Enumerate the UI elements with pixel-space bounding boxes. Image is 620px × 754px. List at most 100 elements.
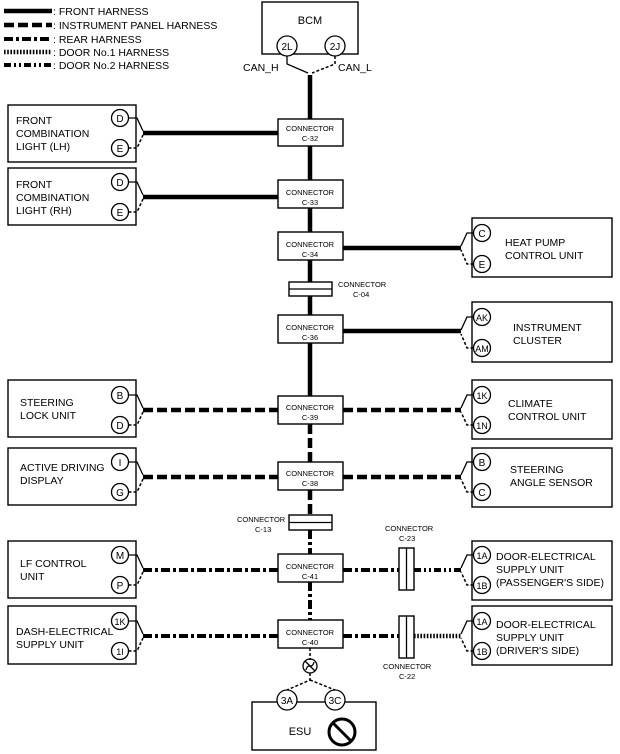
steering-angle-sensor: STEERING ANGLE SENSOR B C (343, 447, 613, 508)
legend-label-instrument: : INSTRUMENT PANEL HARNESS (53, 20, 217, 32)
svg-text:FRONT: FRONT (16, 115, 53, 127)
steering-lock-unit: STEERING LOCK UNIT B D (7, 379, 278, 438)
door-electrical-supply-unit-driver: DOOR-ELECTRICAL SUPPLY UNIT (DRIVER'S SI… (460, 605, 613, 666)
svg-text:B: B (117, 391, 124, 402)
svg-text:DISPLAY: DISPLAY (20, 475, 64, 487)
connector-c34: CONNECTOR C-34 (277, 231, 344, 261)
connector-c13: CONNECTOR C-13 (237, 514, 333, 534)
svg-text:1I: 1I (116, 647, 124, 657)
svg-text:C-40: C-40 (302, 638, 318, 647)
connector-c23: CONNECTOR C-23 (385, 524, 434, 591)
svg-text:STEERING: STEERING (510, 464, 564, 476)
connector-c32: CONNECTOR C-32 (277, 118, 344, 147)
svg-text:CONNECTOR: CONNECTOR (338, 280, 387, 289)
svg-text:CONNECTOR: CONNECTOR (383, 662, 432, 671)
svg-text:CONNECTOR: CONNECTOR (286, 188, 335, 197)
svg-text:CONNECTOR: CONNECTOR (286, 562, 335, 571)
svg-text:M: M (116, 551, 124, 562)
svg-text:SUPPLY UNIT: SUPPLY UNIT (16, 639, 84, 651)
svg-text:CLIMATE: CLIMATE (508, 398, 553, 410)
svg-text:CONTROL UNIT: CONTROL UNIT (508, 411, 587, 423)
svg-text:C-34: C-34 (302, 250, 318, 259)
connector-c22: CONNECTOR C-22 (383, 615, 432, 681)
can-l-label: CAN_L (338, 62, 372, 74)
svg-text:CLUSTER: CLUSTER (513, 335, 562, 347)
svg-text:SUPPLY UNIT: SUPPLY UNIT (496, 632, 564, 644)
legend: : FRONT HARNESS : INSTRUMENT PANEL HARNE… (4, 6, 217, 72)
front-combination-light-lh: FRONT COMBINATION LIGHT (LH) D E (7, 104, 278, 163)
svg-text:FRONT: FRONT (16, 179, 53, 191)
svg-text:LIGHT (LH): LIGHT (LH) (16, 141, 70, 153)
svg-text:1N: 1N (476, 421, 488, 431)
svg-text:COMBINATION: COMBINATION (16, 128, 89, 140)
svg-text:UNIT: UNIT (20, 571, 45, 583)
connector-c33: CONNECTOR C-33 (277, 179, 344, 209)
svg-text:C-41: C-41 (302, 572, 318, 581)
svg-text:SUPPLY UNIT: SUPPLY UNIT (496, 564, 564, 576)
svg-text:C-04: C-04 (353, 290, 369, 299)
connector-c04: CONNECTOR C-04 (288, 280, 387, 299)
svg-text:CONNECTOR: CONNECTOR (286, 403, 335, 412)
svg-text:CONNECTOR: CONNECTOR (286, 323, 335, 332)
heat-pump-control-unit: HEAT PUMP CONTROL UNIT C E (343, 217, 613, 278)
dash-electrical-supply-unit: DASH-ELECTRICAL SUPPLY UNIT 1K 1I (7, 605, 278, 665)
svg-text:CONNECTOR: CONNECTOR (385, 524, 434, 533)
svg-text:C-38: C-38 (302, 479, 318, 488)
svg-text:ANGLE SENSOR: ANGLE SENSOR (510, 477, 593, 489)
connector-c36: CONNECTOR C-36 (277, 314, 344, 344)
svg-text:HEAT PUMP: HEAT PUMP (505, 237, 565, 249)
svg-text:LF CONTROL: LF CONTROL (20, 558, 87, 570)
svg-text:CONNECTOR: CONNECTOR (237, 515, 286, 524)
svg-text:2L: 2L (281, 42, 293, 53)
active-driving-display: ACTIVE DRIVING DISPLAY I G (7, 447, 278, 506)
bcm-title: BCM (298, 15, 322, 27)
svg-text:INSTRUMENT: INSTRUMENT (513, 322, 582, 334)
svg-text:D: D (116, 114, 123, 125)
climate-control-unit: CLIMATE CONTROL UNIT 1K 1N (343, 379, 613, 440)
svg-text:COMBINATION: COMBINATION (16, 192, 89, 204)
connector-c38: CONNECTOR C-38 (277, 461, 344, 491)
svg-text:CONNECTOR: CONNECTOR (286, 628, 335, 637)
connector-c41: CONNECTOR C-41 (277, 553, 344, 583)
svg-text:3A: 3A (281, 696, 294, 707)
svg-text:C-39: C-39 (302, 413, 318, 422)
lf-control-unit: LF CONTROL UNIT M P (7, 540, 278, 599)
door-electrical-supply-unit-passenger: DOOR-ELECTRICAL SUPPLY UNIT (PASSENGER'S… (460, 540, 613, 601)
svg-text:STEERING: STEERING (20, 397, 74, 409)
svg-text:CONTROL UNIT: CONTROL UNIT (505, 250, 584, 262)
svg-text:C: C (478, 229, 485, 240)
svg-text:1B: 1B (476, 647, 487, 657)
legend-label-front: : FRONT HARNESS (53, 6, 148, 18)
svg-text:P: P (117, 581, 124, 592)
bcm-module: BCM 2L 2J CAN_H CAN_L (243, 1, 372, 74)
svg-text:1K: 1K (114, 617, 125, 627)
prohibited-icon (327, 717, 357, 747)
svg-text:G: G (116, 488, 124, 499)
svg-text:1A: 1A (476, 617, 487, 627)
svg-text:AM: AM (475, 344, 489, 354)
svg-text:CONNECTOR: CONNECTOR (286, 240, 335, 249)
svg-text:B: B (479, 458, 486, 469)
svg-text:LOCK UNIT: LOCK UNIT (20, 410, 77, 422)
esu-pin-3a (276, 689, 298, 711)
svg-text:C-13: C-13 (255, 525, 271, 534)
connector-c40: CONNECTOR C-40 (277, 619, 344, 649)
svg-text:CONNECTOR: CONNECTOR (286, 124, 335, 133)
can-h-label: CAN_H (243, 62, 279, 74)
connector-c39: CONNECTOR C-39 (277, 395, 344, 425)
svg-text:C: C (478, 488, 485, 499)
svg-text:DOOR-ELECTRICAL: DOOR-ELECTRICAL (496, 619, 596, 631)
svg-text:D: D (116, 178, 123, 189)
svg-text:DASH-ELECTRICAL: DASH-ELECTRICAL (16, 626, 114, 638)
svg-text:1A: 1A (476, 551, 487, 561)
front-combination-light-rh: FRONT COMBINATION LIGHT (RH) D E (7, 167, 278, 226)
svg-text:1B: 1B (476, 581, 487, 591)
svg-text:I: I (119, 458, 122, 469)
svg-text:D: D (116, 421, 123, 432)
esu-pin-3c (324, 689, 346, 711)
esu-module: 3A 3C ESU (251, 673, 377, 751)
svg-text:DOOR-ELECTRICAL: DOOR-ELECTRICAL (496, 551, 596, 563)
instrument-cluster: INSTRUMENT CLUSTER AK AM (343, 301, 613, 363)
esu-title: ESU (289, 726, 312, 738)
